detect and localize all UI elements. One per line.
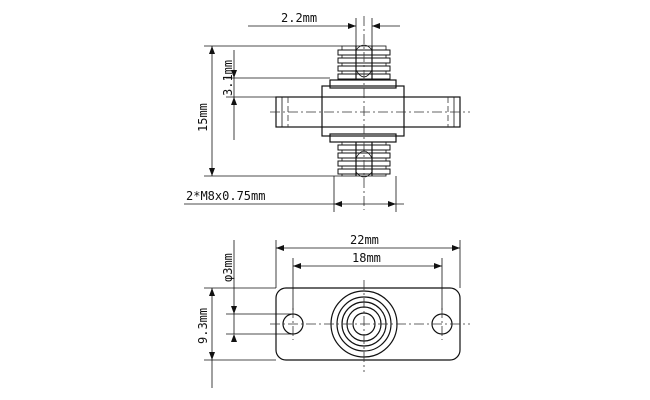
label-nut-height: 3.1mm bbox=[221, 60, 235, 96]
hex-body-lower-step bbox=[329, 133, 397, 143]
dim-thread-pitch: 2.2mm bbox=[248, 11, 400, 46]
hex-body bbox=[321, 85, 405, 137]
label-hole-diameter: φ3mm bbox=[221, 253, 235, 282]
dim-nut-height: 3.1mm bbox=[221, 50, 330, 140]
label-flange-height: 9.3mm bbox=[196, 308, 210, 344]
dim-total-height: 15mm bbox=[196, 45, 342, 177]
dim-hole-diameter: φ3mm bbox=[221, 240, 293, 342]
label-overall-width: 22mm bbox=[350, 233, 379, 247]
label-hole-spacing: 18mm bbox=[352, 251, 381, 265]
hex-body-upper-step bbox=[329, 79, 397, 89]
label-thread-spec: 2*M8x0.75mm bbox=[186, 189, 265, 203]
label-total-height: 15mm bbox=[196, 103, 210, 132]
dim-flange-height: 9.3mm bbox=[196, 287, 276, 388]
front-view bbox=[270, 280, 470, 372]
label-thread-pitch: 2.2mm bbox=[281, 11, 317, 25]
dim-thread-spec: 2*M8x0.75mm bbox=[184, 176, 404, 212]
dim-hole-spacing: 18mm bbox=[292, 251, 443, 310]
upper-thread bbox=[337, 44, 391, 81]
dim-overall-width: 22mm bbox=[275, 233, 461, 288]
side-view bbox=[270, 16, 470, 210]
